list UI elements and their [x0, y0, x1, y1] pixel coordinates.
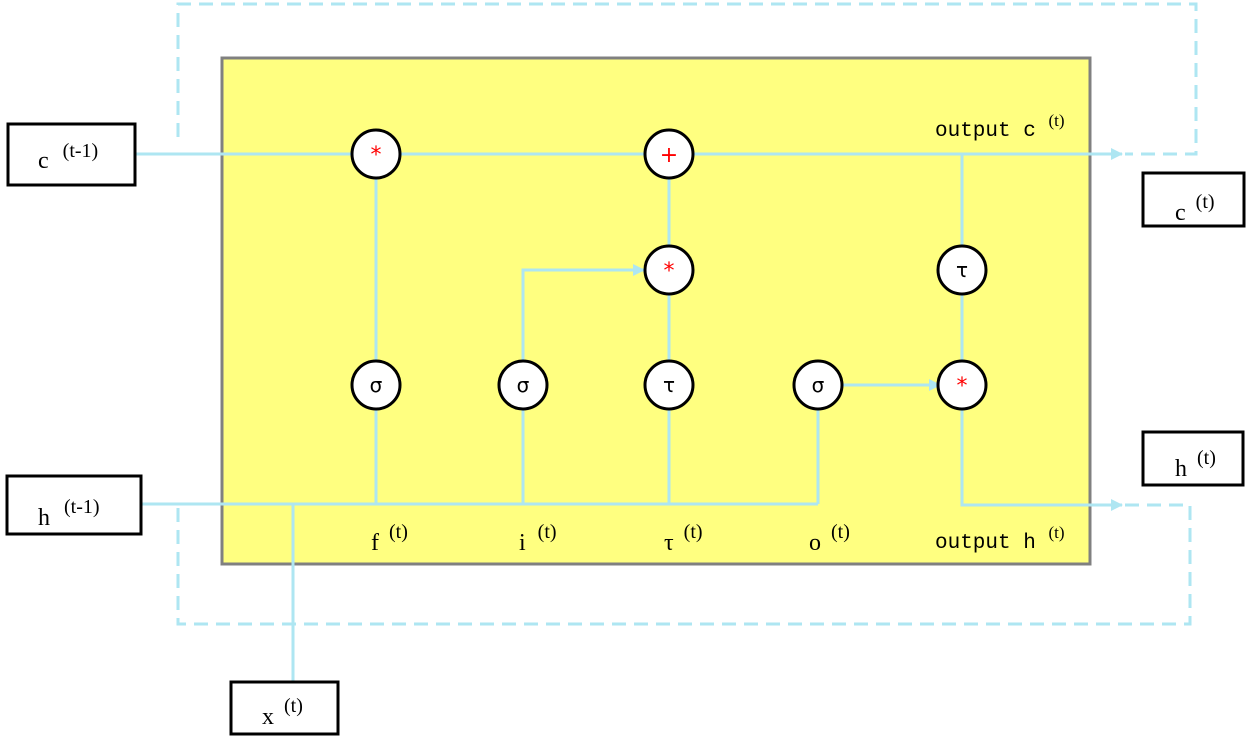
- forget-gate-label-group: f (t): [371, 521, 408, 556]
- h-out-superscript: (t): [1197, 447, 1216, 469]
- input-gate-superscript: (t): [538, 521, 557, 543]
- cell-tanh-node: τ: [936, 244, 988, 296]
- candidate-tau-node: τ: [643, 359, 695, 411]
- candidate-superscript: (t): [684, 521, 703, 543]
- svg-text:h (t-1): h (t-1): [38, 496, 100, 531]
- input-multiply-node: *: [643, 244, 695, 296]
- output-c-label-group: output c (t): [935, 111, 1064, 143]
- input-gate-label: i: [519, 530, 526, 556]
- input-gate-label-group: i (t): [519, 521, 557, 556]
- svg-text:c (t-1): c (t-1): [38, 140, 98, 174]
- h-prev-superscript: (t-1): [64, 496, 100, 518]
- hidden-state-loop: [176, 503, 1192, 626]
- cell-tanh-symbol: τ: [956, 258, 968, 282]
- output-gate-sigma-node: σ: [792, 359, 844, 411]
- add-node: +: [643, 128, 695, 180]
- output-gate-superscript: (t): [831, 521, 850, 543]
- forget-gate-sigma-node: σ: [350, 359, 402, 411]
- hidden-output-line: [960, 385, 1123, 511]
- output-h-label-group: output h (t): [935, 523, 1064, 555]
- forget-gate-superscript: (t): [389, 521, 408, 543]
- c-out-superscript: (t): [1196, 191, 1215, 213]
- svg-text:x (t): x (t): [262, 695, 303, 730]
- c-prev-box: c (t-1): [6, 122, 137, 187]
- h-prev-box: h (t-1): [5, 474, 143, 536]
- forget-gate-sigma-symbol: σ: [370, 373, 383, 397]
- x-input-superscript: (t): [284, 695, 303, 717]
- input-gate-sigma-node: σ: [497, 359, 549, 411]
- output-multiply-symbol: *: [957, 374, 968, 399]
- c-prev-superscript: (t-1): [63, 140, 99, 162]
- c-out-box: c (t): [1141, 171, 1246, 228]
- input-multiply-symbol: *: [664, 259, 675, 284]
- output-h-label: output h: [935, 532, 1036, 555]
- recurrence-loops: [176, 2, 1198, 626]
- h-prev-label: h: [38, 505, 50, 531]
- output-multiply-node: *: [936, 359, 988, 411]
- h-out-label: h: [1175, 456, 1187, 482]
- output-c-superscript: (t): [1048, 111, 1064, 130]
- output-c-label: output c: [935, 120, 1036, 143]
- input-gate-line: [521, 264, 645, 504]
- c-out-label: c: [1175, 200, 1186, 226]
- candidate-label-group: τ (t): [664, 521, 703, 556]
- c-prev-label: c: [38, 148, 49, 174]
- forget-multiply-symbol: *: [371, 143, 382, 168]
- forget-gate-label: f: [371, 530, 379, 556]
- svg-text:c (t): c (t): [1175, 191, 1215, 226]
- output-gate-sigma-symbol: σ: [812, 373, 825, 397]
- add-symbol: +: [660, 143, 678, 168]
- candidate-label: τ: [664, 530, 674, 556]
- forget-multiply-node: *: [350, 128, 402, 180]
- candidate-tau-symbol: τ: [663, 373, 675, 397]
- x-input-label: x: [262, 704, 274, 730]
- svg-text:h (t): h (t): [1175, 447, 1216, 482]
- input-gate-sigma-symbol: σ: [517, 373, 530, 397]
- output-h-superscript: (t): [1048, 523, 1064, 542]
- output-gate-label-group: o (t): [809, 521, 850, 556]
- x-input-box: x (t): [229, 680, 340, 736]
- h-out-box: h (t): [1141, 430, 1245, 487]
- output-gate-label: o: [809, 530, 821, 556]
- cell-state-loop: [176, 2, 1198, 156]
